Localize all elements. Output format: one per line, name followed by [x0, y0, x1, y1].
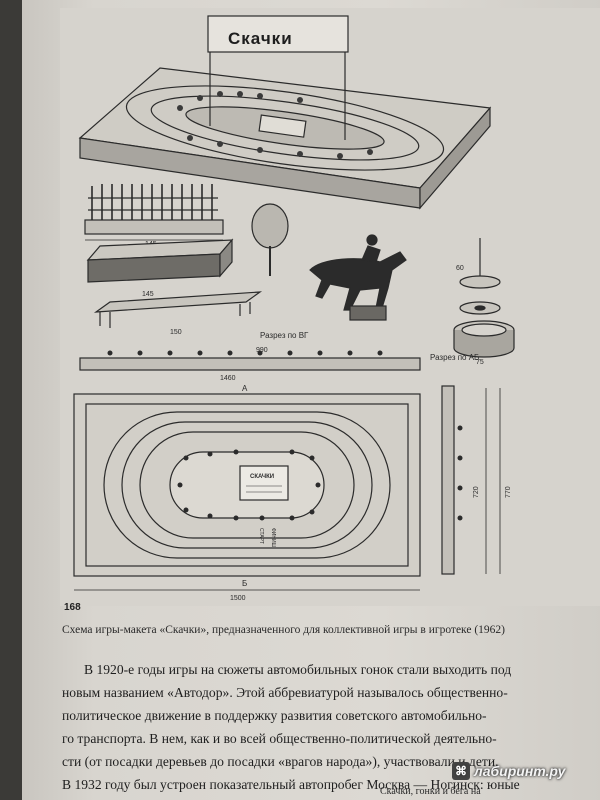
bench-part — [93, 291, 263, 328]
start-label: СТАРТ — [258, 528, 264, 544]
figure-caption: Схема игры-макета «Скачки», предназначен… — [62, 624, 505, 636]
section-vg-label: Разрез по ВГ — [260, 331, 309, 340]
dim-1460: 1460 — [220, 375, 236, 382]
watermark-text: лабиринт.ру — [474, 763, 566, 779]
long-box-part — [86, 238, 234, 283]
section-ab-label: Разрез по АБ — [430, 353, 479, 362]
page-number: 168 — [64, 602, 81, 613]
labyrinth-logo-icon: ⌘ — [452, 762, 470, 780]
dim-145b: 145 — [142, 291, 154, 298]
ring-part — [453, 320, 515, 358]
body-text: В 1920-е годы игры на сюжеты автомобильн… — [62, 658, 600, 796]
tree-figure — [251, 203, 289, 276]
section-vg — [79, 350, 421, 371]
dim-150: 150 — [170, 329, 182, 336]
top-view-plan — [73, 393, 421, 577]
dim-720: 720 — [473, 486, 480, 498]
horse-rider-figure — [309, 234, 407, 321]
dim-75: 75 — [476, 359, 484, 366]
body-line: го транспорта. В нем, как и во всей обще… — [62, 731, 497, 746]
section-ab — [441, 385, 501, 575]
book-page: 145 145 150 — [22, 0, 600, 800]
piece-part — [459, 238, 501, 315]
inner-sign-label: СКАЧКИ — [250, 474, 274, 480]
body-line: В 1920-е годы игры на сюжеты автомобильн… — [84, 662, 512, 677]
game-schematic: 145 145 150 — [73, 15, 515, 602]
watermark: ⌘ лабиринт.ру — [452, 762, 565, 780]
dim-990: 990 — [256, 347, 268, 354]
sign-title: Скачки — [228, 29, 293, 48]
body-line: сти (от посадки деревьев до посадки «вра… — [62, 754, 499, 769]
letter-a: А — [242, 384, 248, 393]
letter-b: Б — [242, 579, 247, 588]
dim-60: 60 — [456, 265, 464, 272]
fence-part — [84, 184, 224, 241]
finish-label: ФИНИШ — [270, 528, 276, 548]
perspective-board — [78, 15, 492, 210]
body-line: В 1932 году был устроен показательный ав… — [62, 777, 520, 792]
running-footer: Скачки, гонки и бега на — [380, 786, 481, 797]
body-line: политическое движение в поддержку развит… — [62, 708, 487, 723]
dim-1500: 1500 — [230, 595, 246, 602]
illustration: 145 145 150 — [60, 8, 600, 606]
body-line: новым названием «Автодор». Этой аббревиа… — [62, 685, 508, 700]
dim-770: 770 — [505, 486, 512, 498]
